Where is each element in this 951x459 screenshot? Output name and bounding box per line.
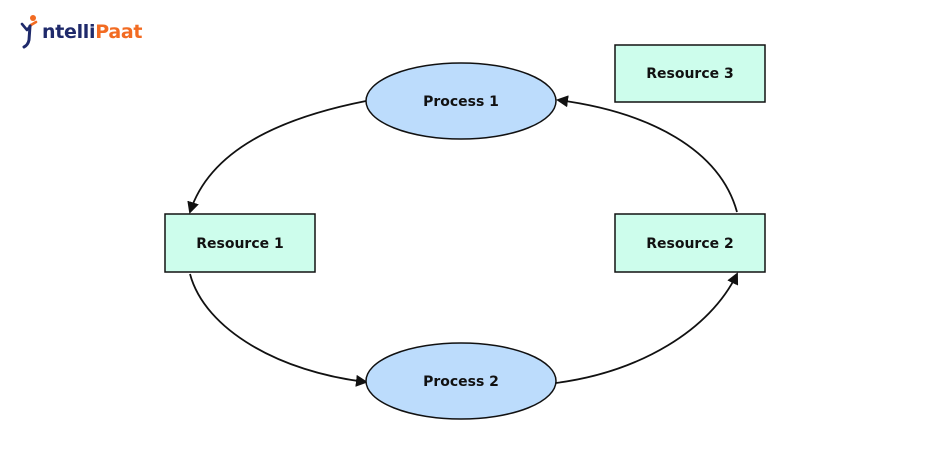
edge-process2-to-resource2 <box>555 272 739 384</box>
process-2-shape <box>365 342 557 420</box>
brand-wordmark-part2: Paat <box>95 20 143 43</box>
resource-1-node: Resource 1 <box>164 213 316 273</box>
intellipaat-logo: ntelliPaat <box>18 12 142 52</box>
process-1-shape <box>365 62 557 140</box>
process-1-label: Process 1 <box>423 94 499 110</box>
brand-wordmark-part1: ntelli <box>42 20 96 43</box>
resource-1-label: Resource 1 <box>196 236 284 252</box>
process-1-node: Process 1 <box>365 62 557 140</box>
intellipaat-logo-icon <box>20 15 38 49</box>
resource-3-shape <box>614 44 766 103</box>
edge-resource1-to-process2 <box>189 273 368 387</box>
resource-2-shape <box>614 213 766 273</box>
process-2-label: Process 2 <box>423 374 499 390</box>
resource-2-node: Resource 2 <box>614 213 766 273</box>
edge-resource2-to-process1 <box>556 95 738 213</box>
resource-3-label: Resource 3 <box>646 66 734 82</box>
resource-3-node: Resource 3 <box>614 44 766 103</box>
brand-wordmark: ntelliPaat <box>42 20 143 43</box>
resource-2-label: Resource 2 <box>646 236 734 252</box>
edge-process1-to-resource1 <box>187 100 367 214</box>
process-2-node: Process 2 <box>365 342 557 420</box>
resource-1-shape <box>164 213 316 273</box>
